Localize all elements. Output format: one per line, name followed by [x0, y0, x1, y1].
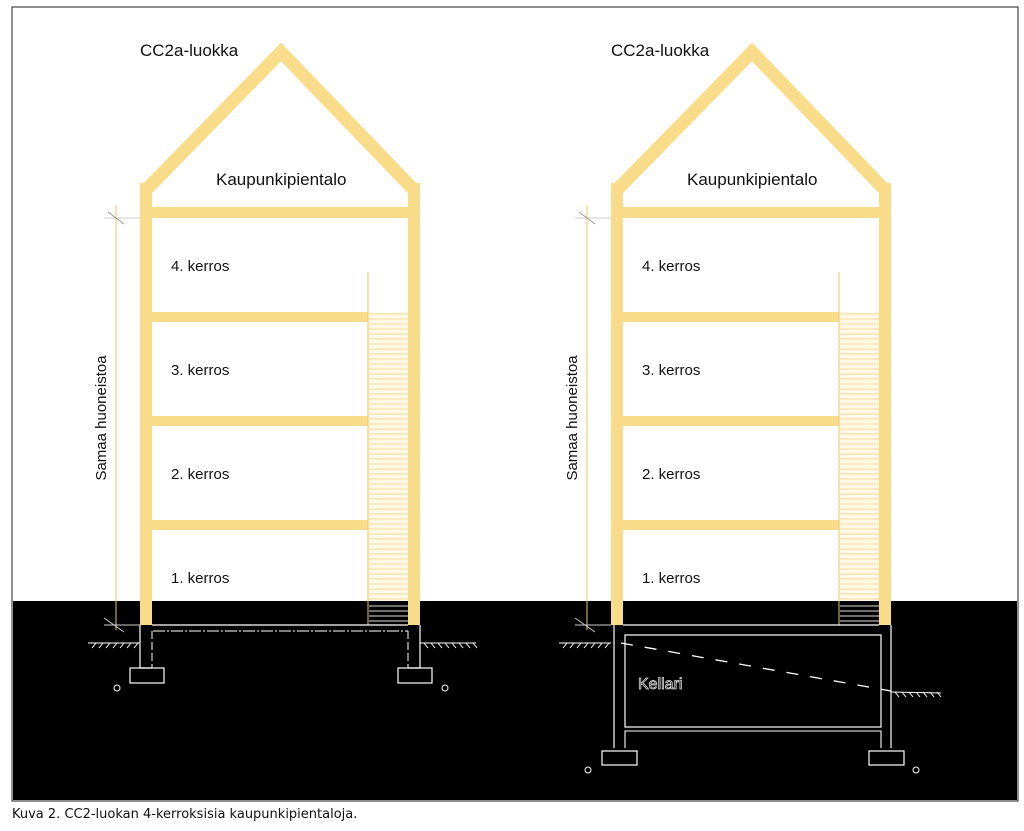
- level-marker: [584, 766, 592, 774]
- ground-hatch: [597, 642, 603, 649]
- floor-slab: [623, 416, 839, 426]
- ground-hatch: [423, 642, 429, 649]
- ground-hatch: [569, 642, 575, 649]
- type-label: Kaupunkipientalo: [687, 170, 817, 189]
- ground-hatch: [112, 642, 118, 649]
- floor-label: 4. kerros: [642, 258, 700, 275]
- footing: [397, 667, 433, 684]
- ground-hatch: [458, 642, 464, 649]
- ground-hatch: [929, 691, 935, 698]
- right-wall: [879, 183, 891, 625]
- ground-hatch: [901, 691, 907, 698]
- ground-hatch: [437, 642, 443, 649]
- level-marker: [912, 766, 920, 774]
- ground-hatch: [576, 642, 582, 649]
- floor-slab: [152, 520, 368, 530]
- roof: [141, 42, 419, 195]
- figure-caption: Kuva 2. CC2-luokan 4-kerroksisia kaupunk…: [12, 807, 358, 822]
- floor-label: 2. kerros: [642, 466, 700, 483]
- ground-hatch: [915, 691, 921, 698]
- ground-hatch: [562, 642, 568, 649]
- attic-slab: [611, 207, 891, 218]
- basement-room: [624, 634, 882, 728]
- floor-label: 1. kerros: [171, 570, 229, 587]
- footing: [129, 667, 165, 684]
- staircase: [368, 312, 408, 601]
- staircase: [839, 312, 879, 601]
- floor-label: 1. kerros: [642, 570, 700, 587]
- right-wall: [408, 183, 420, 625]
- ground-hatch: [936, 691, 942, 698]
- left-wall: [140, 183, 152, 625]
- ground-hatch: [604, 642, 610, 649]
- attic-slab: [140, 207, 420, 218]
- class-label: CC2a-luokka: [611, 41, 710, 60]
- ground-hatch: [444, 642, 450, 649]
- ground-hatch: [126, 642, 132, 649]
- ground-hatch: [91, 642, 97, 649]
- ground-hatch: [119, 642, 125, 649]
- ground-hatch: [451, 642, 457, 649]
- class-label: CC2a-luokka: [140, 41, 239, 60]
- ground-hatch: [583, 642, 589, 649]
- footing: [868, 750, 905, 766]
- building-right: [559, 42, 942, 774]
- ground-hatch: [894, 691, 900, 698]
- type-label: Kaupunkipientalo: [216, 170, 346, 189]
- floor-label: 3. kerros: [171, 362, 229, 379]
- basement-label: Kellari: [638, 676, 682, 693]
- ground-hatch: [590, 642, 596, 649]
- ground-area: [13, 601, 1017, 800]
- dimension-label: Samaa huoneistoa: [564, 355, 581, 481]
- floor-slab: [152, 312, 368, 322]
- ground-hatch: [472, 642, 478, 649]
- basement-floor: [624, 730, 882, 748]
- floor-slab: [623, 312, 839, 322]
- floor-slab: [623, 520, 839, 530]
- building-left: [88, 42, 478, 692]
- level-marker: [113, 684, 121, 692]
- ground-hatch: [133, 642, 139, 649]
- floor-slab: [152, 416, 368, 426]
- ground-hatch: [105, 642, 111, 649]
- dimension-label: Samaa huoneistoa: [93, 355, 110, 481]
- ground-hatch: [908, 691, 914, 698]
- roof: [612, 42, 890, 195]
- floor-label: 4. kerros: [171, 258, 229, 275]
- dimension-tick: [107, 211, 125, 225]
- level-marker: [441, 684, 449, 692]
- left-wall: [611, 183, 623, 625]
- ground-hatch: [465, 642, 471, 649]
- dimension-tick: [578, 211, 596, 225]
- ground-hatch: [922, 691, 928, 698]
- floor-label: 3. kerros: [642, 362, 700, 379]
- floor-label: 2. kerros: [171, 466, 229, 483]
- ground-hatch: [98, 642, 104, 649]
- ground-hatch: [430, 642, 436, 649]
- footing: [601, 750, 638, 766]
